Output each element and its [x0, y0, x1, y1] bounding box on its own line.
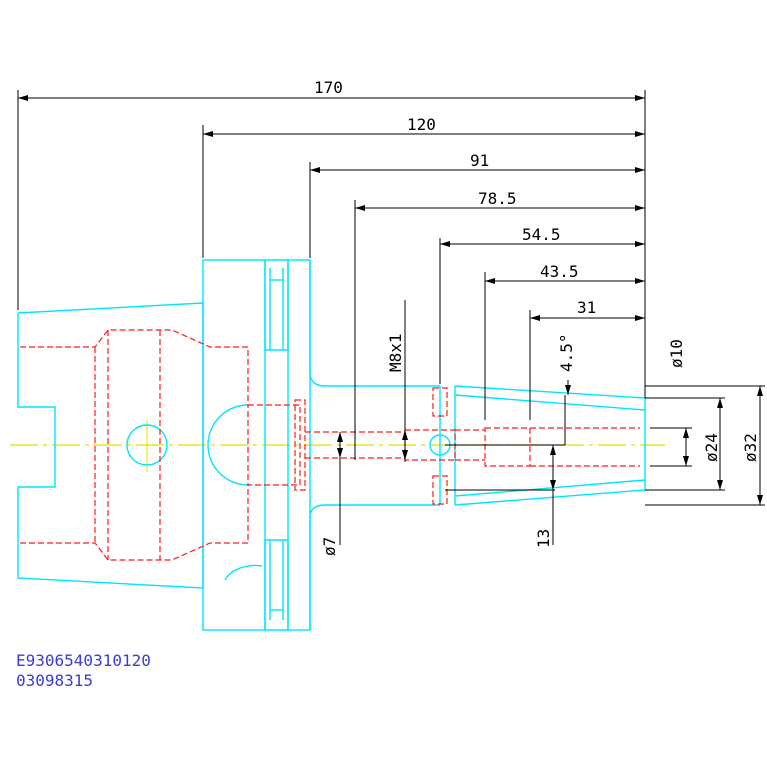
dim-dia32: ø32	[741, 433, 760, 462]
dim-dia10: ø10	[667, 339, 686, 368]
dim-54-5: 54.5	[522, 225, 561, 244]
dim-31: 31	[577, 298, 596, 317]
dim-dia7: ø7	[320, 537, 339, 556]
part-code-line-2: 03098315	[16, 671, 94, 690]
part-code-line-1: E9306540310120	[16, 651, 151, 670]
dim-78-5: 78.5	[478, 189, 517, 208]
dim-dia24: ø24	[702, 433, 721, 462]
dim-thread: M8x1	[386, 333, 405, 372]
dim-170: 170	[314, 78, 343, 97]
dim-angle: 4.5°	[557, 333, 576, 372]
dim-43-5: 43.5	[540, 262, 579, 281]
dim-13: 13	[534, 529, 553, 548]
dim-120: 120	[407, 115, 436, 134]
dimension-lines	[17, 90, 765, 545]
dim-91: 91	[470, 151, 489, 170]
